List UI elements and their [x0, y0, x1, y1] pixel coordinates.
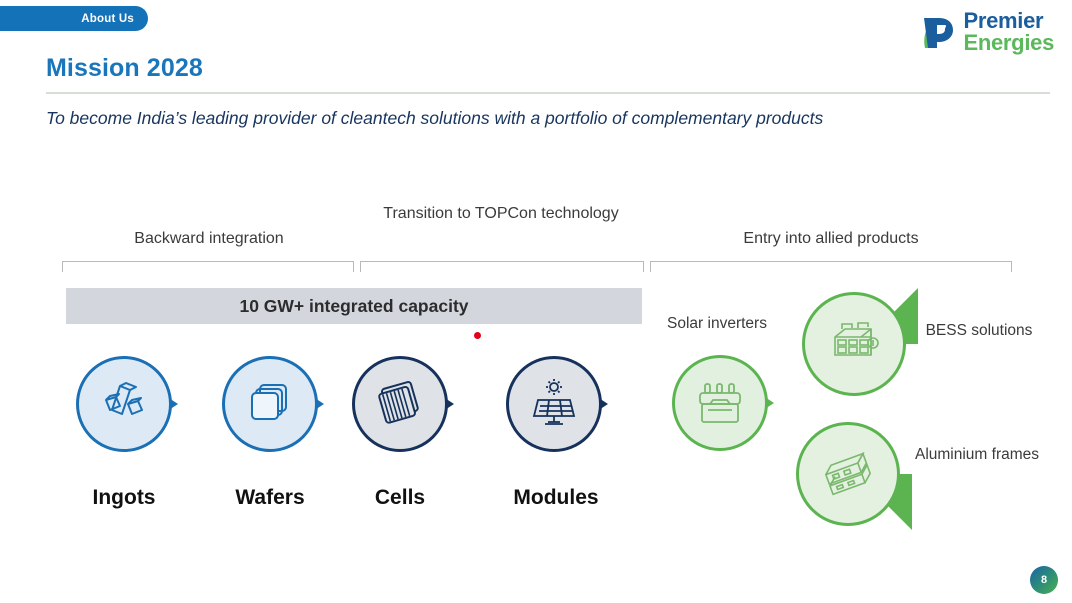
process-node-ingots[interactable] [76, 356, 178, 452]
page-number: 8 [1040, 574, 1048, 586]
process-node-modules[interactable] [506, 356, 608, 452]
process-node-circle [352, 356, 448, 452]
process-node-circle [222, 356, 318, 452]
allied-label-aluminium-frames: Aluminium frames [914, 446, 1040, 463]
process-node-cells[interactable] [352, 356, 454, 452]
capacity-banner: 10 GW+ integrated capacity [66, 288, 642, 324]
allied-node-bess[interactable] [802, 288, 918, 396]
process-node-wafers[interactable] [222, 356, 324, 452]
section-heading-topcon: Transition to TOPCon technology [383, 205, 619, 222]
bracket-backward-integration [62, 261, 354, 272]
process-node-label-modules: Modules [513, 486, 599, 509]
allied-label-solar-inverters: Solar inverters [667, 315, 767, 332]
battery-storage-icon [834, 322, 879, 356]
process-node-circle [76, 356, 172, 452]
allied-label-bess: BESS solutions [925, 322, 1033, 339]
process-node-label-ingots: Ingots [92, 486, 156, 509]
cells-icon [378, 381, 419, 424]
company-logo: Premier Energies [919, 10, 1054, 53]
page-title: Mission 2028 [46, 54, 203, 82]
inverter-icon [699, 383, 741, 423]
page-number-badge: 8 [1030, 566, 1058, 594]
title-divider [46, 92, 1050, 94]
premier-energies-p-mark-icon [924, 17, 954, 48]
capacity-banner-label: 10 GW+ integrated capacity [239, 295, 469, 316]
wafers-icon [251, 384, 287, 420]
section-tab-label: About Us [81, 12, 134, 25]
allied-node-circle [802, 292, 906, 396]
allied-node-circle [672, 355, 768, 451]
process-node-circle [506, 356, 602, 452]
ingots-icon [105, 382, 143, 415]
section-tab-about-us[interactable]: About Us [0, 6, 148, 31]
bracket-allied-products [650, 261, 1012, 272]
accent-dot [474, 332, 481, 339]
bracket-topcon [360, 261, 644, 272]
aluminium-frames-icon [824, 451, 872, 496]
modules-icon [532, 379, 576, 425]
section-heading-allied-products: Entry into allied products [743, 230, 919, 247]
process-node-label-cells: Cells [374, 486, 426, 509]
logo-line-1: Premier [963, 8, 1044, 33]
section-heading-backward-integration: Backward integration [134, 230, 284, 247]
allied-node-solar-inverters[interactable] [672, 355, 774, 451]
page-subtitle: To become India’s leading provider of cl… [46, 108, 824, 128]
logo-line-2: Energies [963, 29, 1054, 55]
process-node-label-wafers: Wafers [235, 486, 305, 509]
allied-node-circle [796, 422, 900, 526]
allied-node-aluminium-frames[interactable] [796, 422, 912, 530]
